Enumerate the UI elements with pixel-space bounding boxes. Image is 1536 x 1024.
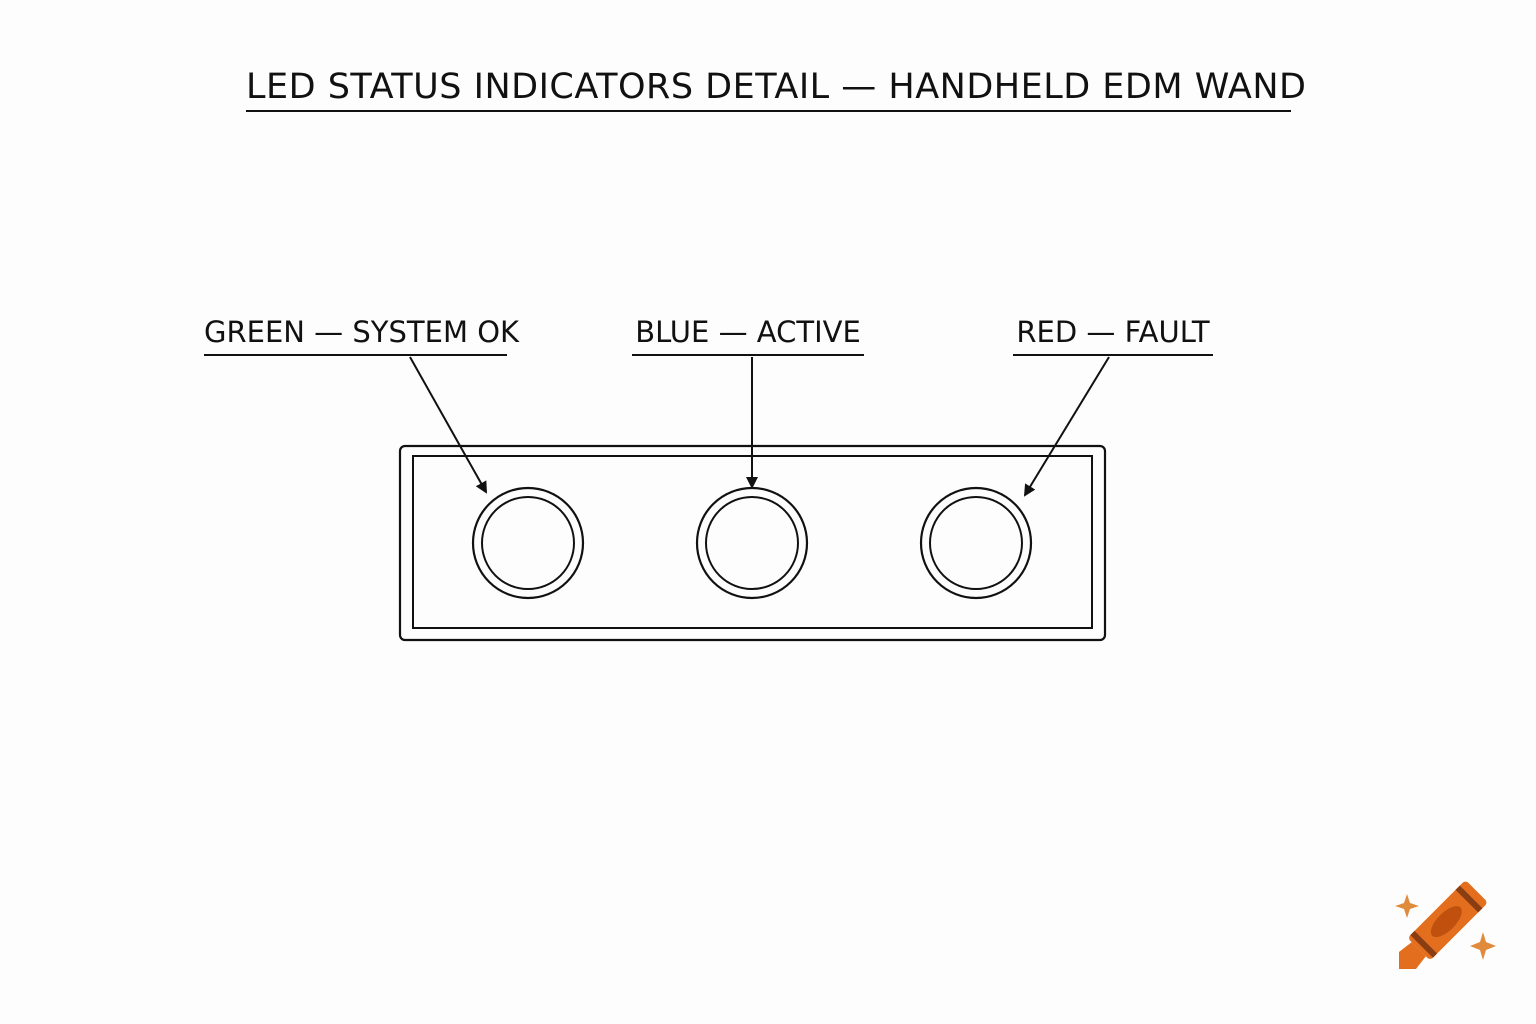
callout-label-red: RED — FAULT	[1013, 314, 1213, 356]
leader-arrow-red	[1023, 356, 1110, 497]
crayon-icon	[1395, 881, 1496, 970]
sparkle-icon	[1395, 894, 1419, 918]
led-green	[471, 486, 585, 600]
callout-label-blue: BLUE — ACTIVE	[632, 314, 864, 356]
leader-arrow-green	[409, 356, 487, 494]
callout-label-green: GREEN — SYSTEM OK	[204, 314, 519, 356]
sparkle-icon	[1470, 932, 1496, 960]
led-blue	[695, 486, 809, 600]
diagram-title: LED STATUS INDICATORS DETAIL — HANDHELD …	[246, 66, 1306, 112]
led-red	[919, 486, 1033, 600]
